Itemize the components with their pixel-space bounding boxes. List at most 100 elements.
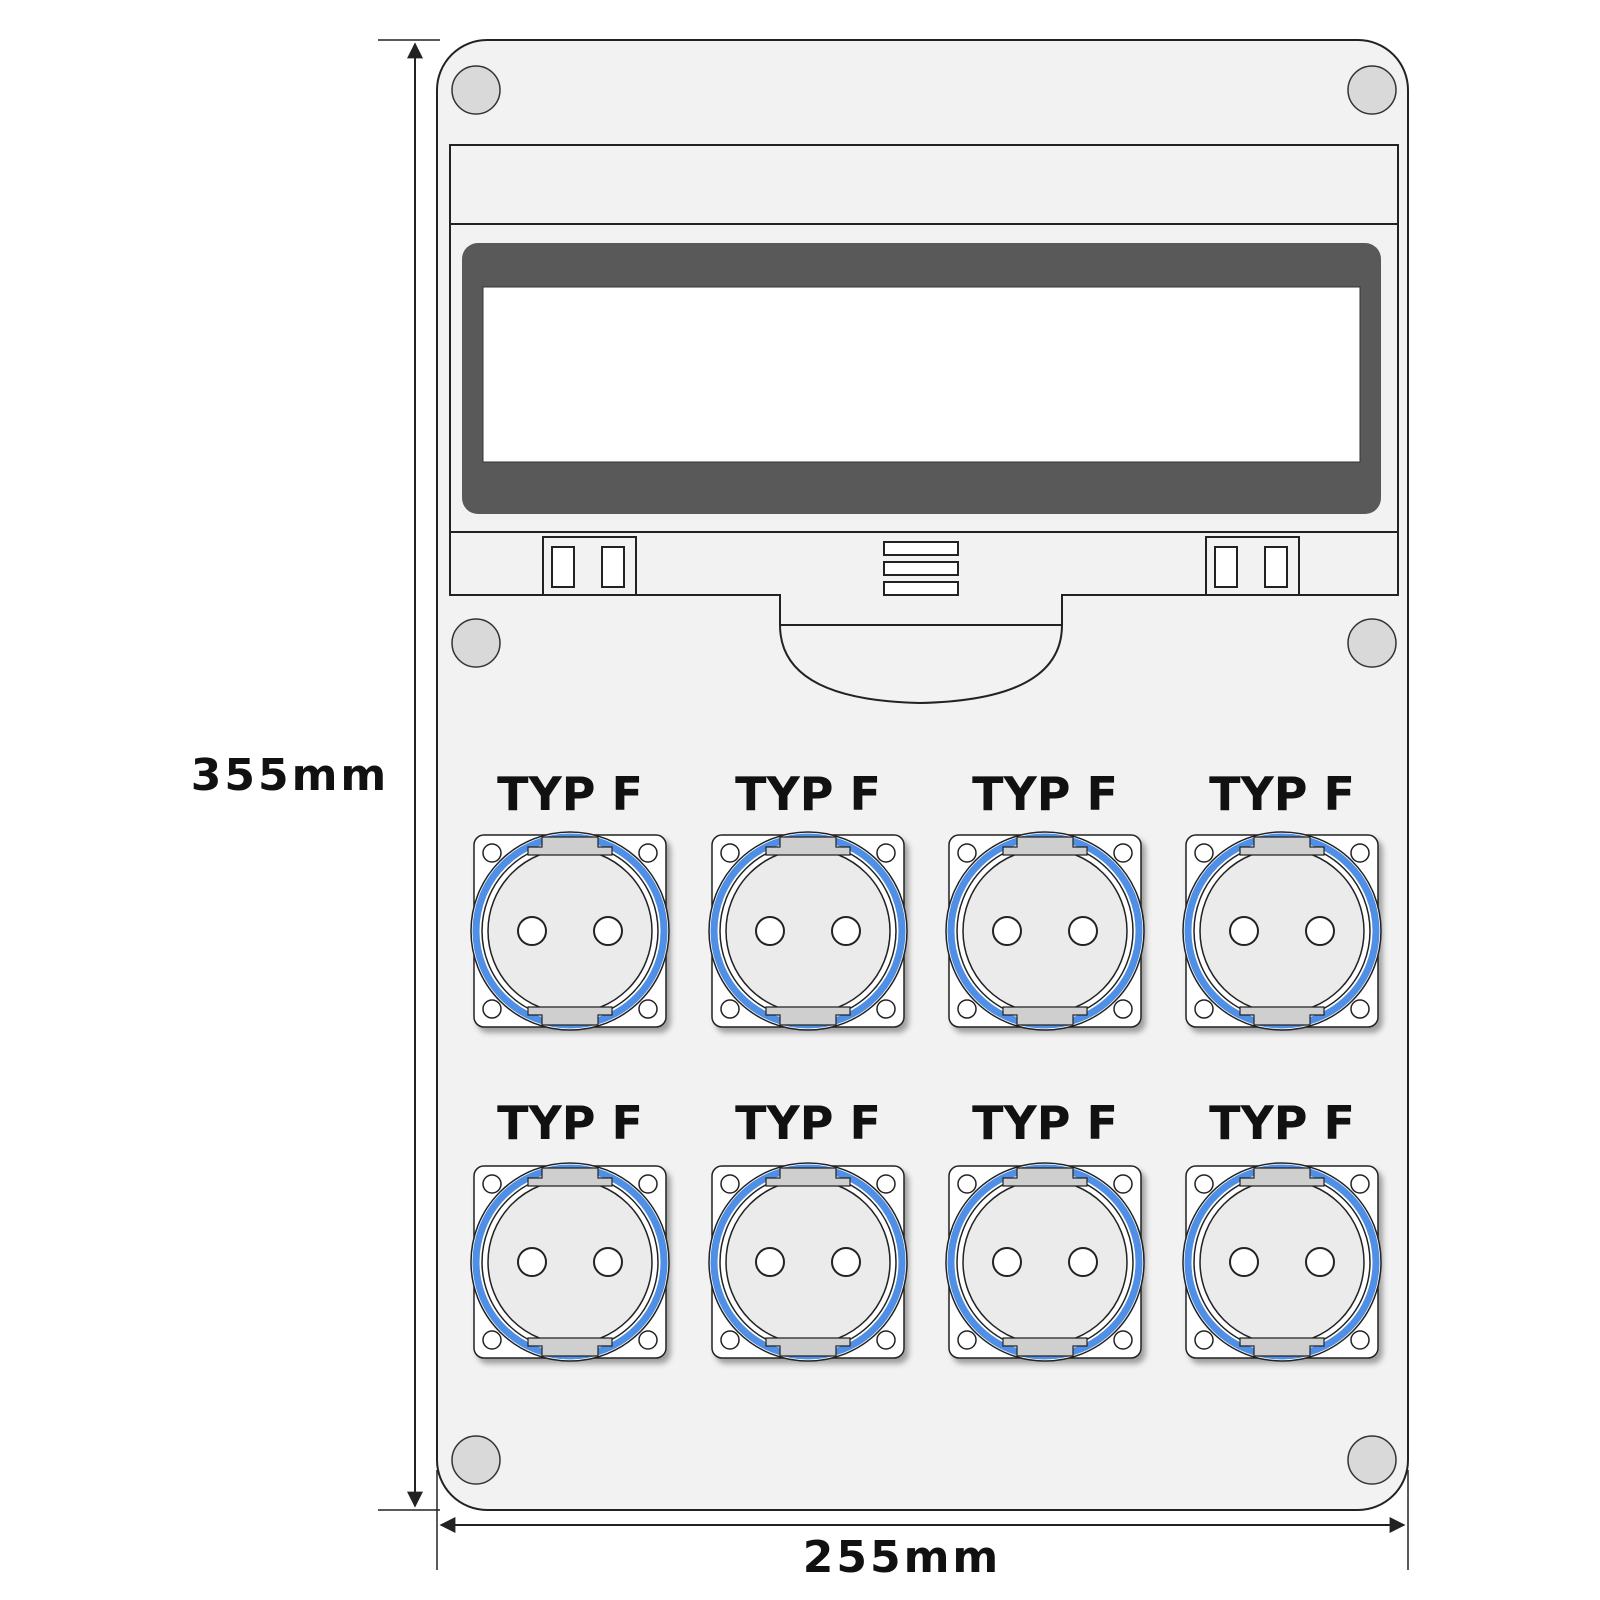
- pin-hole-icon: [517, 916, 547, 946]
- screw-hole-icon: [638, 1174, 658, 1194]
- screw-hole-icon: [482, 1330, 502, 1350]
- screw-icon: [451, 65, 501, 115]
- screw-hole-icon: [638, 999, 658, 1019]
- pin-hole-icon: [992, 916, 1022, 946]
- pin-hole-icon: [1229, 916, 1259, 946]
- socket-type-label: TYP F: [1209, 1096, 1355, 1150]
- pin-hole-icon: [992, 1247, 1022, 1277]
- earth-clip-top: [1239, 1167, 1325, 1187]
- screw-hole-icon: [482, 1174, 502, 1194]
- screw-hole-icon: [482, 999, 502, 1019]
- pin-hole-icon: [831, 1247, 861, 1277]
- screw-hole-icon: [720, 1330, 740, 1350]
- socket-type-label: TYP F: [497, 1096, 643, 1150]
- screw-hole-icon: [720, 1174, 740, 1194]
- earth-clip-bottom: [1002, 1006, 1088, 1026]
- socket-type-label: TYP F: [972, 767, 1118, 821]
- screw-hole-icon: [957, 999, 977, 1019]
- screw-hole-icon: [1113, 843, 1133, 863]
- screw-hole-icon: [1194, 843, 1214, 863]
- pin-hole-icon: [755, 916, 785, 946]
- screw-hole-icon: [876, 1330, 896, 1350]
- screw-hole-icon: [957, 1174, 977, 1194]
- pin-hole-icon: [755, 1247, 785, 1277]
- height-dimension: 355mm: [191, 39, 440, 1511]
- screw-hole-icon: [1350, 1174, 1370, 1194]
- mounting-screws: [451, 65, 1397, 1485]
- screw-hole-icon: [482, 843, 502, 863]
- screw-hole-icon: [720, 843, 740, 863]
- screw-hole-icon: [1194, 999, 1214, 1019]
- earth-clip-top: [1239, 836, 1325, 856]
- socket-type-label: TYP F: [497, 767, 643, 821]
- earth-clip-top: [1002, 836, 1088, 856]
- socket-outlet[interactable]: TYP F: [945, 767, 1145, 1031]
- screw-hole-icon: [876, 1174, 896, 1194]
- screw-hole-icon: [957, 843, 977, 863]
- screw-hole-icon: [957, 1330, 977, 1350]
- socket-outlet[interactable]: TYP F: [470, 767, 670, 1031]
- socket-outlet[interactable]: TYP F: [470, 1096, 670, 1362]
- socket-face: [962, 848, 1128, 1014]
- screw-icon: [451, 618, 501, 668]
- pin-hole-icon: [593, 1247, 623, 1277]
- socket-face: [725, 1179, 891, 1345]
- screw-hole-icon: [638, 843, 658, 863]
- screw-hole-icon: [876, 843, 896, 863]
- screw-hole-icon: [1194, 1174, 1214, 1194]
- screw-hole-icon: [638, 1330, 658, 1350]
- socket-outlet[interactable]: TYP F: [1182, 1096, 1382, 1362]
- screw-icon: [1347, 1435, 1397, 1485]
- earth-clip-top: [527, 1167, 613, 1187]
- socket-outlet[interactable]: TYP F: [708, 1096, 908, 1362]
- screw-hole-icon: [876, 999, 896, 1019]
- screw-hole-icon: [1350, 1330, 1370, 1350]
- pin-hole-icon: [1229, 1247, 1259, 1277]
- earth-clip-bottom: [765, 1006, 851, 1026]
- screw-icon: [451, 1435, 501, 1485]
- pin-hole-icon: [1305, 1247, 1335, 1277]
- grip-icon: [883, 541, 959, 596]
- pin-hole-icon: [517, 1247, 547, 1277]
- height-label: 355mm: [191, 750, 390, 801]
- screw-hole-icon: [1113, 1174, 1133, 1194]
- earth-clip-bottom: [1239, 1337, 1325, 1357]
- socket-type-label: TYP F: [1209, 767, 1355, 821]
- socket-face: [487, 848, 653, 1014]
- earth-clip-bottom: [1239, 1006, 1325, 1026]
- pin-hole-icon: [1305, 916, 1335, 946]
- earth-clip-bottom: [1002, 1337, 1088, 1357]
- socket-face: [725, 848, 891, 1014]
- earth-clip-bottom: [527, 1337, 613, 1357]
- screw-hole-icon: [1113, 999, 1133, 1019]
- socket-face: [962, 1179, 1128, 1345]
- socket-face: [1199, 1179, 1365, 1345]
- breaker-window-cover: [449, 144, 1399, 705]
- earth-clip-top: [1002, 1167, 1088, 1187]
- screw-hole-icon: [1350, 843, 1370, 863]
- earth-clip-bottom: [527, 1006, 613, 1026]
- screw-icon: [1347, 65, 1397, 115]
- socket-face: [487, 1179, 653, 1345]
- pin-hole-icon: [831, 916, 861, 946]
- socket-outlet[interactable]: TYP F: [708, 767, 908, 1031]
- socket-type-label: TYP F: [972, 1096, 1118, 1150]
- screw-hole-icon: [1113, 1330, 1133, 1350]
- width-dimension: 255mm: [436, 1470, 1409, 1583]
- pin-hole-icon: [593, 916, 623, 946]
- screw-hole-icon: [1194, 1330, 1214, 1350]
- socket-outlet[interactable]: TYP F: [1182, 767, 1382, 1031]
- screw-hole-icon: [1350, 999, 1370, 1019]
- earth-clip-top: [527, 836, 613, 856]
- display-window: [482, 286, 1361, 463]
- earth-clip-top: [765, 836, 851, 856]
- width-label: 255mm: [803, 1532, 1002, 1583]
- earth-clip-top: [765, 1167, 851, 1187]
- socket-grid: TYP F TYP F TYP F TYP F TYP F TYP F TYP F TYP F: [470, 767, 1382, 1362]
- socket-type-label: TYP F: [735, 1096, 881, 1150]
- pin-hole-icon: [1068, 1247, 1098, 1277]
- earth-clip-bottom: [765, 1337, 851, 1357]
- socket-outlet[interactable]: TYP F: [945, 1096, 1145, 1362]
- screw-hole-icon: [720, 999, 740, 1019]
